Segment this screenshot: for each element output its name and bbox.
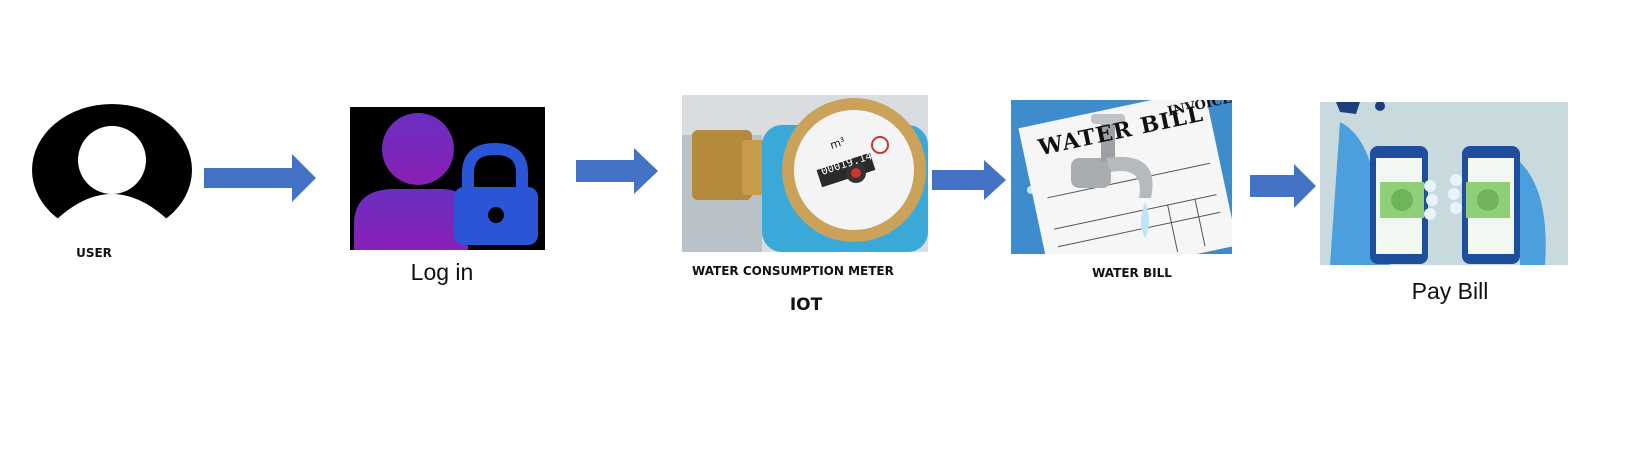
water-meter-label: WATER CONSUMPTION METER [692, 264, 894, 278]
phone-payment-image [1320, 102, 1568, 265]
user-step [30, 100, 195, 230]
pay-bill-label: Pay Bill [1411, 278, 1489, 304]
user-avatar-icon [30, 104, 195, 230]
login-step [350, 107, 545, 250]
water-bill-label: WATER BILL [1092, 266, 1172, 280]
login-label: Log in [410, 259, 474, 285]
pay-bill-step [1320, 102, 1568, 265]
flow-arrow [932, 160, 1006, 200]
flow-arrow [204, 154, 316, 202]
flow-arrow [576, 148, 658, 194]
water-meter-image [682, 95, 928, 252]
water-bill-step: WATER BILL INVOICE [1011, 100, 1232, 254]
login-user-lock-icon [354, 113, 538, 250]
iot-label: IOT [789, 295, 823, 315]
user-label: USER [76, 246, 112, 260]
water-meter-step: 00019.14 m³ [682, 95, 928, 252]
water-bill-image [1011, 100, 1232, 254]
flow-arrow [1250, 164, 1316, 208]
